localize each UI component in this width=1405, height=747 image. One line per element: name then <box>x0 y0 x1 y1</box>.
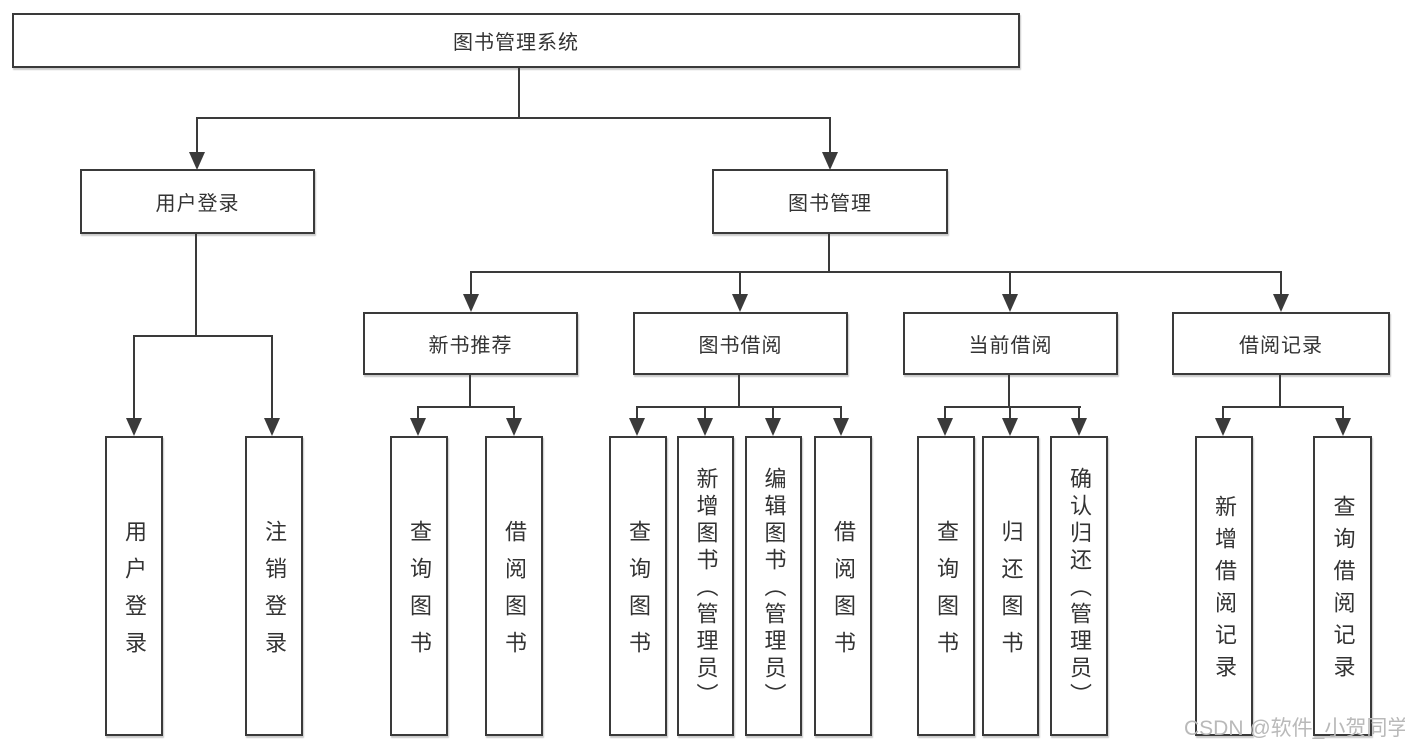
connector-borrowing-records-hbar <box>1222 406 1344 408</box>
leaf-borrow-books-1-label: 借阅图书 <box>502 519 527 668</box>
leaf-borrow-books-2: 借阅图书 <box>814 436 872 736</box>
leaf-edit-book-admin: 编辑图书（管理员） <box>745 436 802 736</box>
node-new-book-recommend-label: 新书推荐 <box>428 335 513 357</box>
node-library-system-label: 图书管理系统 <box>453 32 579 54</box>
arrow-to-leaf-query-books-3 <box>937 406 953 436</box>
arrow-to-leaf-confirm-return <box>1071 406 1087 436</box>
leaf-confirm-return-admin: 确认归还（管理员） <box>1050 436 1108 736</box>
leaf-query-books-2: 查询图书 <box>609 436 667 736</box>
arrow-to-borrowing-records <box>1273 271 1289 312</box>
leaf-user-login-label: 用户登录 <box>122 519 147 668</box>
arrow-to-leaf-logout <box>264 335 280 436</box>
connector-book-borrowing-stem <box>738 374 740 408</box>
connector-new-book-recommend-stem <box>469 374 471 408</box>
leaf-logout: 注销登录 <box>245 436 303 736</box>
node-user-login-label: 用户登录 <box>155 193 240 215</box>
node-book-management: 图书管理 <box>712 169 948 234</box>
node-current-borrowing-label: 当前借阅 <box>968 335 1053 357</box>
connector-user-login-hbar <box>133 335 273 337</box>
node-book-borrowing-label: 图书借阅 <box>698 335 783 357</box>
connector-current-borrowing-stem <box>1008 374 1010 408</box>
leaf-user-login: 用户登录 <box>105 436 163 736</box>
node-book-borrowing: 图书借阅 <box>633 312 848 375</box>
leaf-add-borrow-record: 新增借阅记录 <box>1195 436 1253 736</box>
arrow-to-leaf-borrow-books-2 <box>833 406 849 436</box>
node-borrowing-records: 借阅记录 <box>1172 312 1390 375</box>
arrow-to-book-borrowing <box>732 271 748 312</box>
node-library-system: 图书管理系统 <box>12 13 1020 68</box>
leaf-edit-book-admin-label: 编辑图书（管理员） <box>761 467 787 710</box>
node-new-book-recommend: 新书推荐 <box>363 312 578 375</box>
csdn-watermark: CSDN @软件_小贺同学 <box>1184 717 1405 740</box>
arrow-to-book-management <box>822 117 838 170</box>
arrow-to-leaf-query-borrow-record <box>1335 406 1351 436</box>
connector-root-stem <box>518 66 520 119</box>
arrow-to-user-login <box>189 117 205 170</box>
leaf-return-books: 归还图书 <box>982 436 1039 736</box>
arrow-to-leaf-query-books-1 <box>410 406 426 436</box>
leaf-borrow-books-1: 借阅图书 <box>485 436 543 736</box>
leaf-logout-label: 注销登录 <box>262 519 287 668</box>
connector-user-login-stem <box>195 234 197 337</box>
connector-new-book-recommend-hbar <box>417 406 515 408</box>
arrow-to-leaf-edit-book <box>765 406 781 436</box>
node-user-login: 用户登录 <box>80 169 315 234</box>
arrow-to-leaf-add-book <box>697 406 713 436</box>
connector-book-management-stem <box>828 234 830 273</box>
leaf-query-books-1-label: 查询图书 <box>407 519 432 668</box>
leaf-add-borrow-record-label: 新增借阅记录 <box>1212 495 1237 687</box>
leaf-return-books-label: 归还图书 <box>998 519 1024 668</box>
arrow-to-current-borrowing <box>1002 271 1018 312</box>
leaf-borrow-books-2-label: 借阅图书 <box>831 519 856 668</box>
connector-root-hbar <box>196 117 831 119</box>
arrow-to-leaf-user-login <box>126 335 142 436</box>
connector-book-borrowing-hbar <box>636 406 842 408</box>
arrow-to-leaf-return-books <box>1002 406 1018 436</box>
node-book-management-label: 图书管理 <box>788 193 872 215</box>
connector-borrowing-records-stem <box>1279 374 1281 408</box>
leaf-query-books-1: 查询图书 <box>390 436 448 736</box>
node-current-borrowing: 当前借阅 <box>903 312 1118 375</box>
leaf-query-borrow-record-label: 查询借阅记录 <box>1330 495 1356 687</box>
connector-book-management-hbar <box>470 271 1281 273</box>
leaf-query-borrow-record: 查询借阅记录 <box>1313 436 1372 736</box>
leaf-query-books-3: 查询图书 <box>917 436 975 736</box>
leaf-add-book-admin: 新增图书（管理员） <box>677 436 734 736</box>
connector-current-borrowing-hbar <box>944 406 1081 408</box>
node-borrowing-records-label: 借阅记录 <box>1239 335 1323 357</box>
arrow-to-leaf-add-borrow-record <box>1215 406 1231 436</box>
leaf-add-book-admin-label: 新增图书（管理员） <box>693 467 719 710</box>
arrow-to-leaf-query-books-2 <box>629 406 645 436</box>
arrow-to-new-book-recommend <box>463 271 479 312</box>
leaf-confirm-return-admin-label: 确认归还（管理员） <box>1067 467 1092 710</box>
arrow-to-leaf-borrow-books-1 <box>506 406 522 436</box>
leaf-query-books-2-label: 查询图书 <box>626 519 651 668</box>
leaf-query-books-3-label: 查询图书 <box>934 519 959 668</box>
